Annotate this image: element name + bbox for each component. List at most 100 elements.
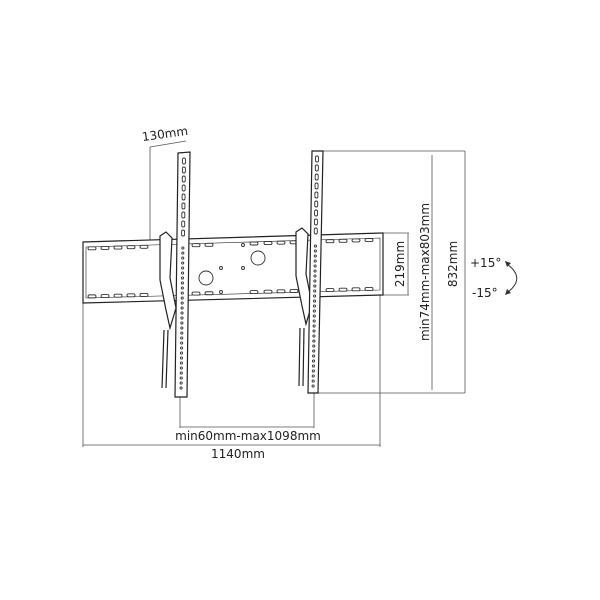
arm-hole bbox=[180, 301, 184, 305]
arm-hole bbox=[312, 309, 316, 313]
arm-hole bbox=[313, 269, 317, 273]
arm-hole bbox=[312, 314, 316, 318]
rail-height-label: 219mm bbox=[393, 241, 407, 287]
wall-plate bbox=[82, 232, 384, 304]
arm-slot bbox=[314, 164, 319, 172]
mounting-slot bbox=[351, 287, 361, 292]
arm-hole bbox=[179, 356, 184, 360]
arm-hole bbox=[312, 339, 316, 343]
arm-hole bbox=[313, 244, 318, 248]
mounting-slot bbox=[351, 238, 361, 243]
arm-hole bbox=[180, 336, 184, 340]
mounting-slot bbox=[113, 245, 123, 250]
mounting-slot bbox=[249, 241, 259, 246]
arm-hole bbox=[311, 359, 316, 363]
arm-hole bbox=[180, 346, 184, 350]
arm-hole bbox=[313, 264, 317, 268]
mounting-slot bbox=[204, 291, 214, 296]
arm-hole bbox=[313, 279, 317, 283]
mounting-slot bbox=[276, 289, 286, 294]
arm-hole bbox=[311, 369, 315, 373]
arm-hole bbox=[181, 261, 185, 265]
mounting-slot bbox=[87, 294, 97, 299]
arm-hole bbox=[311, 374, 315, 378]
arm-hole bbox=[179, 371, 183, 375]
arm-hole bbox=[312, 349, 316, 353]
mounting-slot bbox=[276, 240, 286, 245]
arm-hole bbox=[180, 281, 184, 285]
arm-slot bbox=[181, 184, 186, 192]
left-arm bbox=[174, 151, 191, 398]
horizontal-range-label: min60mm-max1098mm bbox=[175, 429, 321, 443]
arm-hole bbox=[311, 379, 315, 383]
arm-hole bbox=[312, 344, 316, 348]
arm-slot bbox=[181, 166, 186, 174]
arm-hole bbox=[312, 324, 316, 328]
mounting-slot bbox=[325, 288, 335, 292]
mounting-slot bbox=[338, 238, 348, 243]
mounting-slot bbox=[87, 246, 97, 251]
arm-hole bbox=[179, 376, 183, 380]
arm-hole bbox=[180, 296, 184, 300]
mounting-slot bbox=[139, 293, 149, 297]
arm-hole bbox=[313, 254, 317, 258]
arm-hole bbox=[179, 351, 184, 355]
arm-hole bbox=[313, 249, 317, 253]
arm-hole bbox=[179, 366, 183, 370]
arm-hole bbox=[180, 326, 184, 330]
mounting-slot bbox=[100, 294, 110, 298]
arm-hole bbox=[180, 271, 185, 275]
arm-hole bbox=[179, 361, 183, 365]
arm-slot bbox=[314, 182, 319, 190]
arm-hole bbox=[313, 274, 317, 278]
arm-slot bbox=[181, 229, 186, 237]
tilt-arrow-icon bbox=[505, 261, 518, 295]
mounting-slot bbox=[338, 287, 348, 292]
total-height-label: 832mm bbox=[446, 241, 460, 287]
arm-slot bbox=[314, 209, 319, 217]
arm-hole bbox=[313, 284, 317, 288]
mounting-slot bbox=[191, 243, 201, 248]
arm-hole bbox=[180, 316, 184, 320]
arm-slot bbox=[314, 200, 319, 208]
mounting-slot bbox=[139, 244, 149, 249]
arm-slot bbox=[313, 218, 318, 226]
arm-hole bbox=[181, 256, 185, 260]
mounting-slot bbox=[191, 291, 201, 296]
arm-hole bbox=[313, 259, 317, 263]
depth-label: 130mm bbox=[141, 124, 189, 144]
arm-hole bbox=[180, 291, 184, 295]
arm-hole bbox=[312, 329, 316, 333]
arm-hole bbox=[311, 364, 315, 368]
arm-hole bbox=[313, 294, 317, 298]
arm-slot bbox=[181, 211, 186, 219]
arm-hole bbox=[179, 381, 183, 385]
arm-hole bbox=[180, 286, 184, 290]
arm-hole bbox=[312, 354, 316, 358]
arm-hole bbox=[312, 304, 316, 308]
arm-slot bbox=[181, 202, 186, 210]
mounting-slot bbox=[289, 289, 299, 293]
arm-slot bbox=[315, 155, 319, 163]
arm-hole bbox=[312, 319, 316, 323]
arm-slot bbox=[181, 193, 186, 201]
arm-hole bbox=[180, 311, 184, 315]
arm-hole bbox=[180, 331, 184, 335]
tilt-up-label: +15° bbox=[470, 256, 501, 270]
dimension-lines bbox=[82, 140, 466, 447]
mounting-slot bbox=[364, 287, 374, 291]
arm-hole bbox=[312, 334, 316, 338]
arm-slot bbox=[182, 157, 186, 165]
right-arm bbox=[307, 150, 324, 394]
mounting-slot bbox=[126, 245, 136, 250]
mounting-slot bbox=[325, 239, 335, 244]
mounting-slot bbox=[263, 241, 273, 246]
arm-hole bbox=[311, 384, 315, 388]
mounting-slot bbox=[113, 293, 123, 298]
arm-slot bbox=[181, 175, 186, 183]
arm-hole bbox=[313, 289, 317, 293]
arm-hole bbox=[180, 306, 184, 310]
arm-hole bbox=[180, 276, 185, 280]
